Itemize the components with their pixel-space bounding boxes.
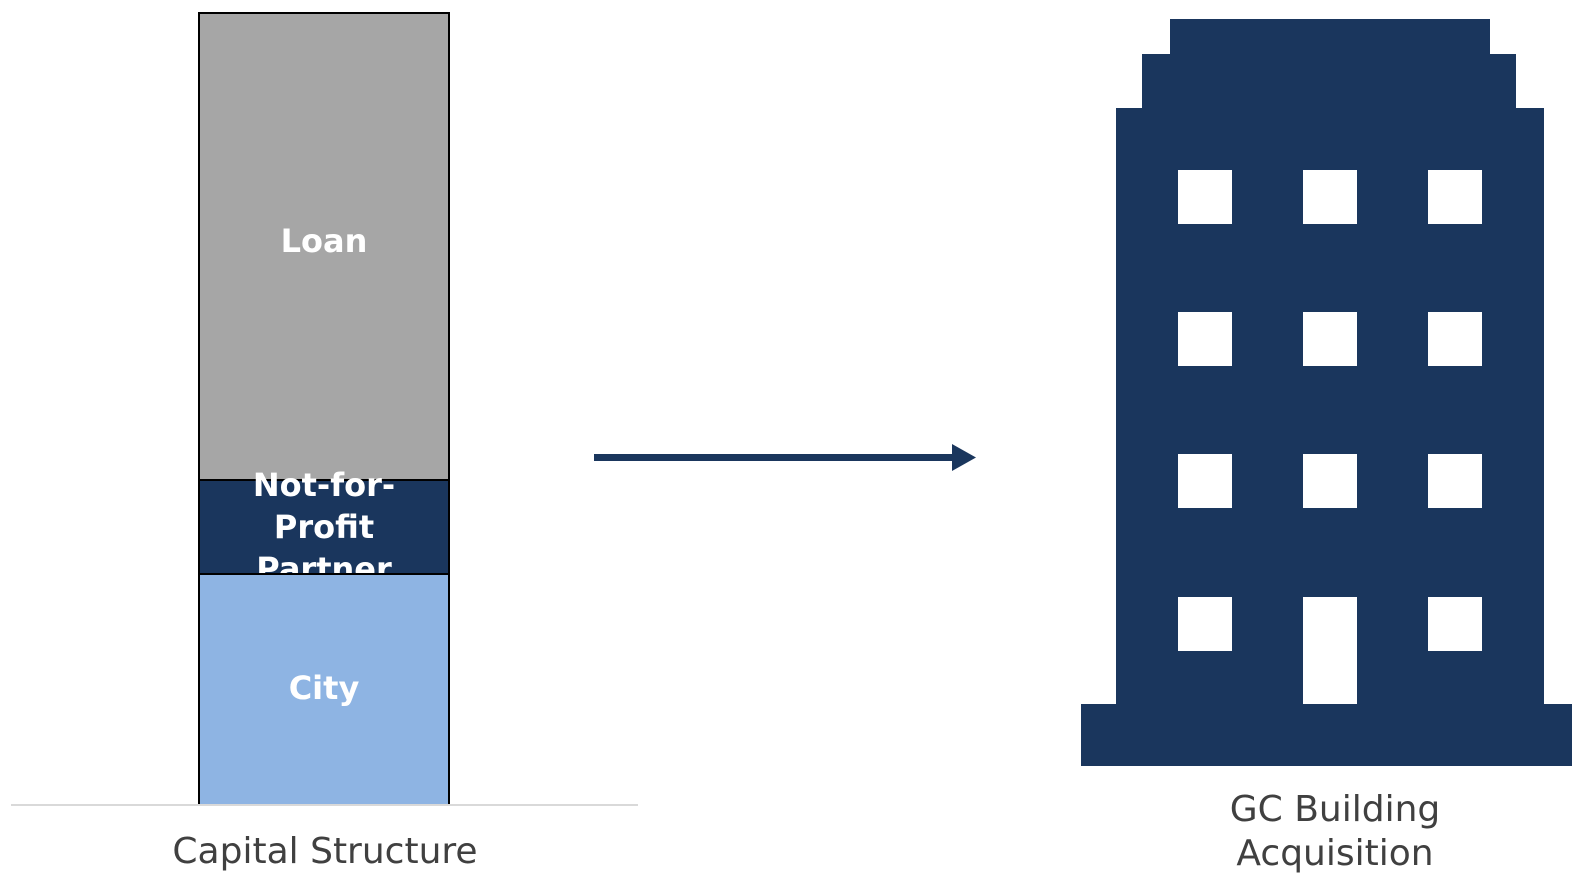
building-icon [1081, 19, 1572, 766]
baseline [11, 804, 638, 806]
gc-building-acquisition-caption: GC Building Acquisition [1229, 789, 1441, 874]
not-for-profit-partner-segment: Not-for-Profit Partner [200, 466, 448, 588]
capital-structure-stack: Loan Not-for-Profit Partner City [198, 12, 450, 804]
city-label: City [288, 668, 360, 707]
city-segment: City [200, 572, 448, 804]
arrow-right-icon [594, 444, 976, 471]
capital-structure-caption: Capital Structure [172, 831, 478, 872]
loan-label: Loan [280, 222, 368, 260]
loan-segment: Loan [200, 14, 448, 479]
not-for-profit-partner-label: Not-for-Profit Partner [252, 465, 396, 588]
